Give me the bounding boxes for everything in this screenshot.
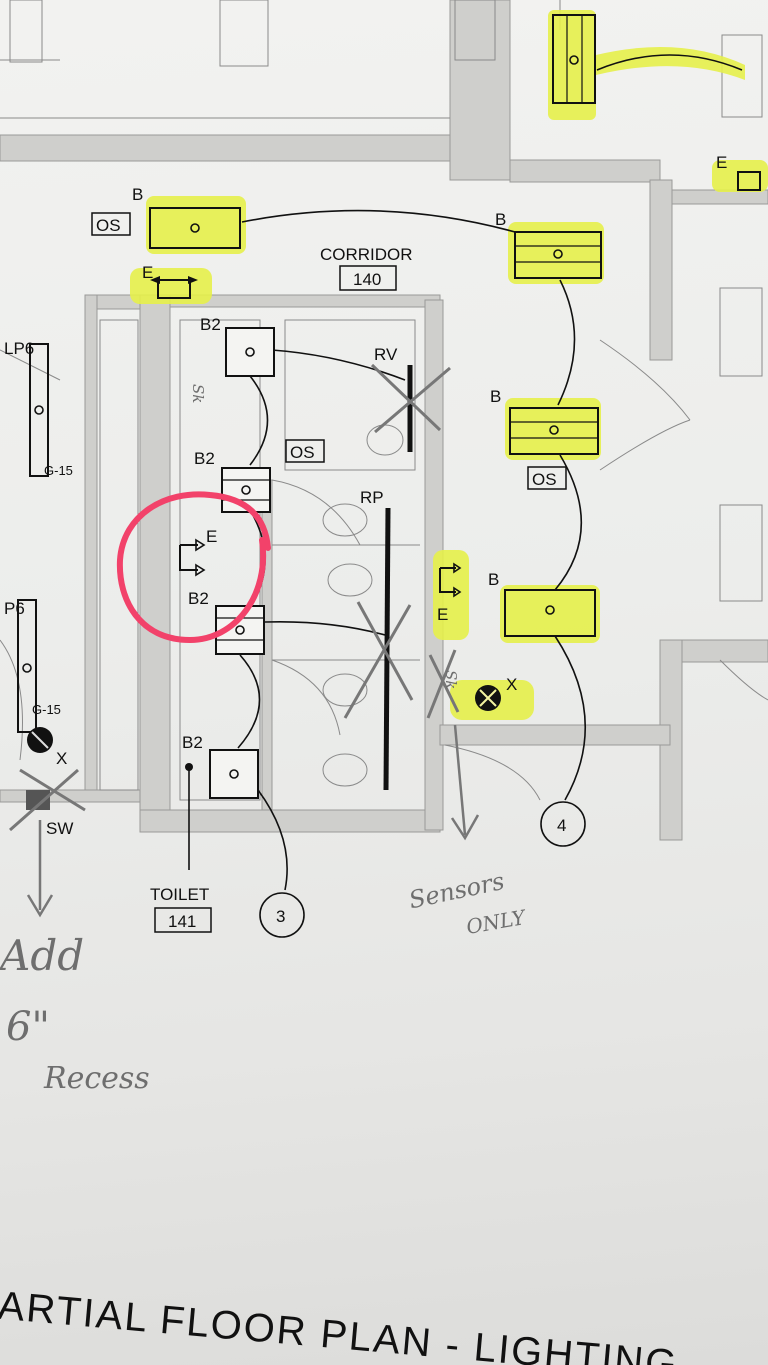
fixture-b2-1: [225, 327, 275, 377]
fixture-b-corridor-left: [149, 207, 241, 249]
exit-sign-right: [475, 685, 501, 711]
type-b2-3: B2: [188, 589, 209, 608]
circuit-wiring: [188, 54, 743, 891]
type-e-3: E: [437, 605, 448, 624]
os-label-2: OS: [290, 443, 315, 462]
note-sensors: Sensors: [406, 867, 506, 914]
fixture-b-corridor-right: [514, 231, 602, 279]
type-b2-1: B2: [200, 315, 221, 334]
emergency-fixture-right: [439, 562, 462, 598]
note-only: ONLY: [464, 905, 528, 939]
toilet-number: 141: [168, 912, 196, 931]
exit-sign-left: [27, 727, 53, 753]
type-e-4: E: [716, 153, 727, 172]
fixture-b-right-lower: [504, 589, 596, 637]
os-label-1: OS: [96, 216, 121, 235]
pencil-cross-marks: [9, 363, 460, 832]
pencil-arrows: [26, 724, 480, 918]
circuit-4: 4: [540, 801, 586, 847]
redline-circle: [116, 491, 271, 644]
corridor-name: CORRIDOR: [320, 245, 413, 264]
thin-architecture: [0, 0, 768, 801]
type-b-1: B: [132, 185, 143, 204]
fixture-top-right: [552, 14, 596, 104]
panel-rp: [383, 507, 391, 791]
fixture-b-right-middle: [509, 407, 599, 455]
corridor-number: 140: [353, 270, 381, 289]
p6-label: P6: [4, 599, 25, 618]
emergency-fixture-corridor: [150, 276, 198, 299]
g15-label-1: G-15: [44, 463, 73, 478]
os-label-3: OS: [532, 470, 557, 489]
exit-x-label-left: X: [56, 749, 67, 768]
type-e-1: E: [142, 263, 153, 282]
fixture-p6: [17, 599, 37, 733]
room-label-corridor: CORRIDOR 140: [320, 245, 413, 291]
type-b-3: B: [490, 387, 501, 406]
switch-dot: [185, 763, 193, 771]
exit-x-label-right: X: [506, 675, 517, 694]
sk-label-1: Sk: [189, 384, 207, 403]
note-six-inch: 6": [6, 1004, 50, 1050]
lp6-label: LP6: [4, 339, 34, 358]
sk-label-2: Sk: [442, 670, 460, 689]
circuit-4-number: 4: [557, 816, 566, 835]
circuit-3: 3: [259, 892, 305, 938]
type-b-4: B: [488, 570, 499, 589]
toilet-name: TOILET: [150, 885, 209, 904]
g15-label-2: G-15: [32, 702, 61, 717]
walls: [0, 0, 768, 841]
type-e-2: E: [206, 527, 217, 546]
note-recess: Recess: [43, 1061, 150, 1096]
highlights: [130, 10, 768, 720]
room-label-toilet: TOILET 141: [150, 885, 212, 933]
panel-rv-label: RV: [374, 345, 398, 364]
panel-rp-label: RP: [360, 488, 384, 507]
emergency-fixture-top-right: [737, 171, 761, 191]
note-add: Add: [0, 931, 84, 980]
switch-box: [26, 790, 50, 810]
fixture-b2-4: [209, 749, 259, 799]
fixture-lp6: [29, 343, 49, 477]
type-b2-2: B2: [194, 449, 215, 468]
type-b-2: B: [495, 210, 506, 229]
sheet-title: ARTIAL FLOOR PLAN - LIGHTING: [0, 1284, 680, 1365]
sw-label: SW: [46, 819, 73, 838]
type-b2-4: B2: [182, 733, 203, 752]
circuit-3-number: 3: [276, 907, 285, 926]
emergency-fixture-circled: [179, 538, 206, 577]
